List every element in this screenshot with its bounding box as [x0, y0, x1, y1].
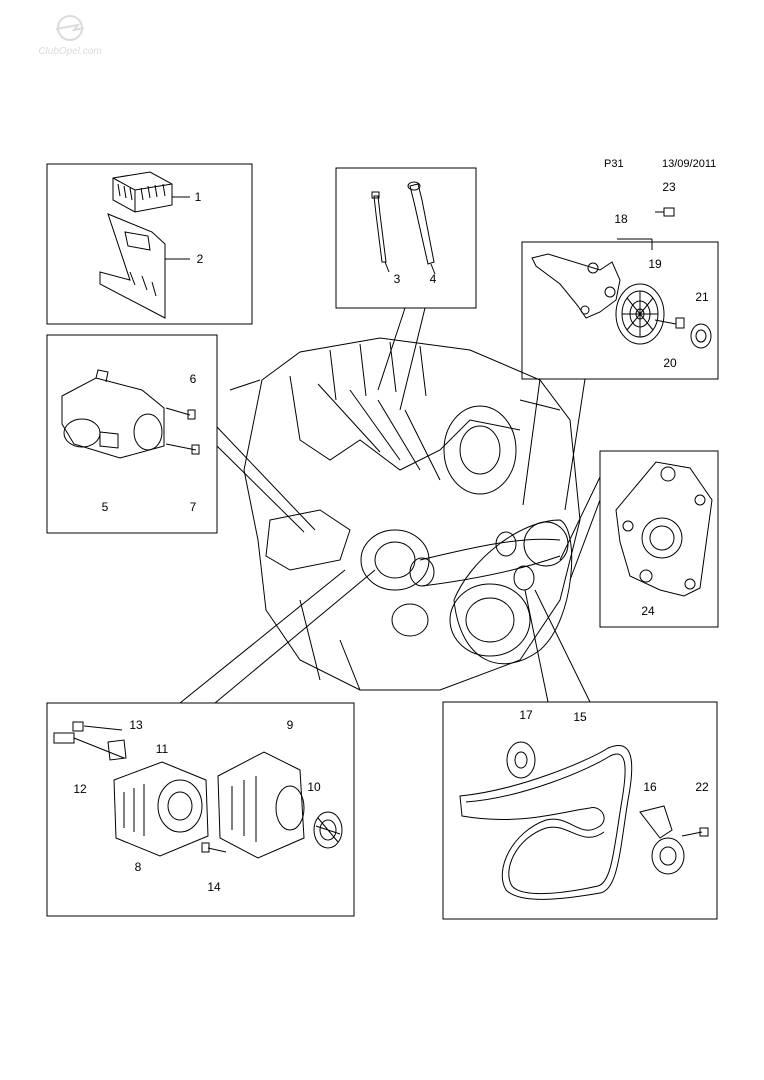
alternator-bolts-icon — [53, 721, 227, 853]
callout-24: 24 — [641, 604, 655, 618]
callout-18: 18 — [614, 212, 628, 226]
engine-assembly-icon — [229, 337, 581, 691]
diagram-date: 13/09/2011 — [662, 158, 717, 170]
callout-5: 5 — [101, 500, 109, 514]
callout-7: 7 — [189, 500, 197, 514]
tensioner-pulley-icon — [615, 283, 665, 345]
callout-13: 13 — [129, 718, 143, 732]
callout-12: 12 — [73, 782, 87, 796]
callout-20: 20 — [663, 356, 677, 370]
glow-plug-icon — [371, 191, 390, 273]
frame-glow-plugs — [335, 167, 477, 309]
callout-1: 1 — [194, 190, 202, 204]
alternator-pulley-10-icon — [313, 811, 343, 849]
dust-cap-21-icon — [690, 323, 712, 349]
callout-6: 6 — [189, 372, 197, 386]
frame-drive-belt — [442, 701, 718, 920]
belt-tensioner-16-icon — [639, 805, 709, 875]
callout-4: 4 — [429, 272, 437, 286]
alternator-bare-icon — [113, 761, 209, 857]
callout-14: 14 — [207, 880, 221, 894]
alternator-complete-icon — [217, 751, 305, 859]
page-code: P31 — [604, 158, 624, 170]
callout-3: 3 — [393, 272, 401, 286]
callout-10: 10 — [307, 780, 321, 794]
bolt-23-icon — [655, 207, 675, 217]
frame-starter — [46, 334, 218, 534]
drive-belt-15-icon — [459, 745, 633, 900]
callout-8: 8 — [134, 860, 142, 874]
callout-22: 22 — [695, 780, 709, 794]
callout-19: 19 — [648, 257, 662, 271]
control-unit-bracket-icon — [99, 213, 190, 319]
frame-glow-control — [46, 163, 253, 325]
frame-accessory-bracket — [599, 450, 719, 628]
starter-motor-icon — [61, 369, 165, 459]
frame-alternator — [46, 702, 355, 917]
callout-23: 23 — [662, 180, 676, 194]
callout-17: 17 — [519, 708, 533, 722]
callout-16: 16 — [643, 780, 657, 794]
callout-15: 15 — [573, 710, 587, 724]
callout-11: 11 — [155, 742, 169, 756]
starter-bolt-7-icon — [165, 443, 200, 455]
pulley-bolt-20-icon — [654, 317, 685, 329]
callout-2: 2 — [196, 252, 204, 266]
glow-plug-sheathed-icon — [407, 181, 436, 275]
frame-tensioner-bracket — [521, 241, 719, 380]
callout-9: 9 — [286, 718, 294, 732]
opel-watermark-logo: ClubOpel.com — [20, 12, 120, 58]
tensioner-bracket-icon — [531, 238, 653, 319]
idler-pulley-17-icon — [506, 741, 536, 779]
accessory-bracket-24-icon — [615, 461, 713, 597]
leader-lines — [179, 307, 601, 704]
starter-bolt-6-icon — [165, 407, 196, 420]
glow-control-unit-icon — [112, 171, 190, 213]
watermark-text: ClubOpel.com — [38, 46, 101, 57]
callout-21: 21 — [695, 290, 709, 304]
